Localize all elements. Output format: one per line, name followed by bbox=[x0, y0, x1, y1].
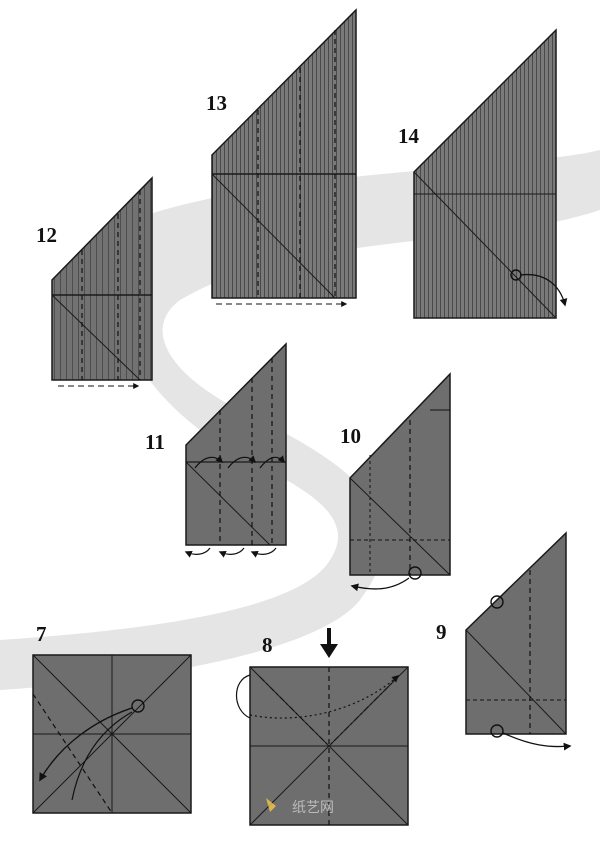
step-14-label: 14 bbox=[398, 124, 420, 148]
step-12-diagram: 12 bbox=[36, 176, 153, 389]
site-watermark: 纸艺网 bbox=[266, 798, 334, 816]
step-8-label: 8 bbox=[262, 633, 273, 657]
step-9-label: 9 bbox=[436, 620, 447, 644]
step-12-label: 12 bbox=[36, 223, 57, 247]
step-8-diagram: 8 bbox=[236, 628, 409, 826]
step-7-diagram: 7 bbox=[32, 622, 192, 814]
step-10-label: 10 bbox=[340, 424, 361, 448]
step-7-label: 7 bbox=[36, 622, 47, 646]
step-14-diagram: 14 bbox=[398, 28, 568, 319]
watermark-text: 纸艺网 bbox=[292, 800, 334, 816]
step-9-diagram: 9 bbox=[436, 531, 572, 751]
step-10-diagram: 10 bbox=[340, 372, 451, 592]
step-11-label: 11 bbox=[145, 430, 165, 454]
step-13-label: 13 bbox=[206, 91, 227, 115]
step-11-diagram: 11 bbox=[145, 342, 287, 558]
step-13-diagram: 13 bbox=[206, 8, 357, 307]
